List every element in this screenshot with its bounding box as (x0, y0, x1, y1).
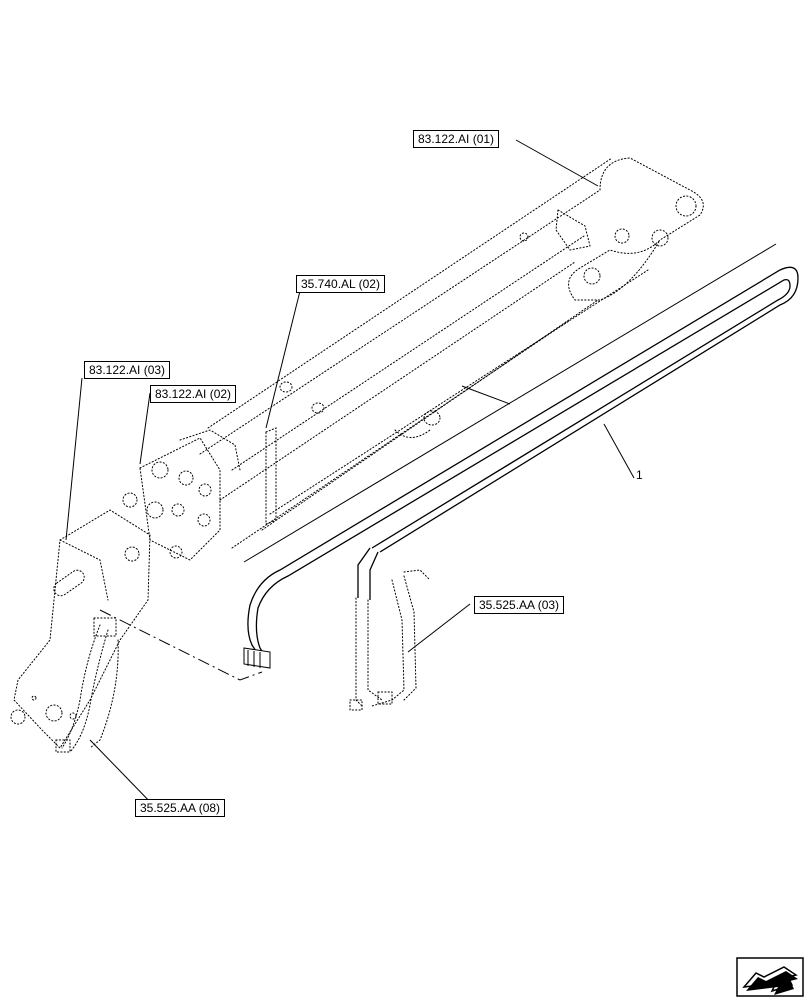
hose-group-35525aa-08 (55, 617, 119, 753)
boom-assembly (10, 157, 704, 749)
ref-label-83122ai-02[interactable]: 83.122.AI (02) (150, 385, 237, 403)
item-number-1: 1 (636, 468, 643, 482)
ref-label-35740al-02[interactable]: 35.740.AL (02) (296, 275, 385, 293)
leader-lines (65, 139, 599, 809)
item-1-connector (461, 385, 511, 405)
next-page-arrow-icon[interactable] (736, 957, 804, 997)
hose-group-35525aa-03 (349, 569, 431, 711)
reference-line (243, 243, 777, 563)
ref-label-35525aa-03[interactable]: 35.525.AA (03) (474, 596, 565, 614)
ref-label-83122ai-01[interactable]: 83.122.AI (01) (413, 130, 500, 148)
item-1-leader (603, 423, 635, 479)
hose-assembly-item-1 (243, 266, 799, 669)
ref-label-83122ai-03[interactable]: 83.122.AI (03) (84, 361, 171, 379)
ref-label-35525aa-08[interactable]: 35.525.AA (08) (135, 799, 226, 817)
center-line (99, 609, 263, 681)
